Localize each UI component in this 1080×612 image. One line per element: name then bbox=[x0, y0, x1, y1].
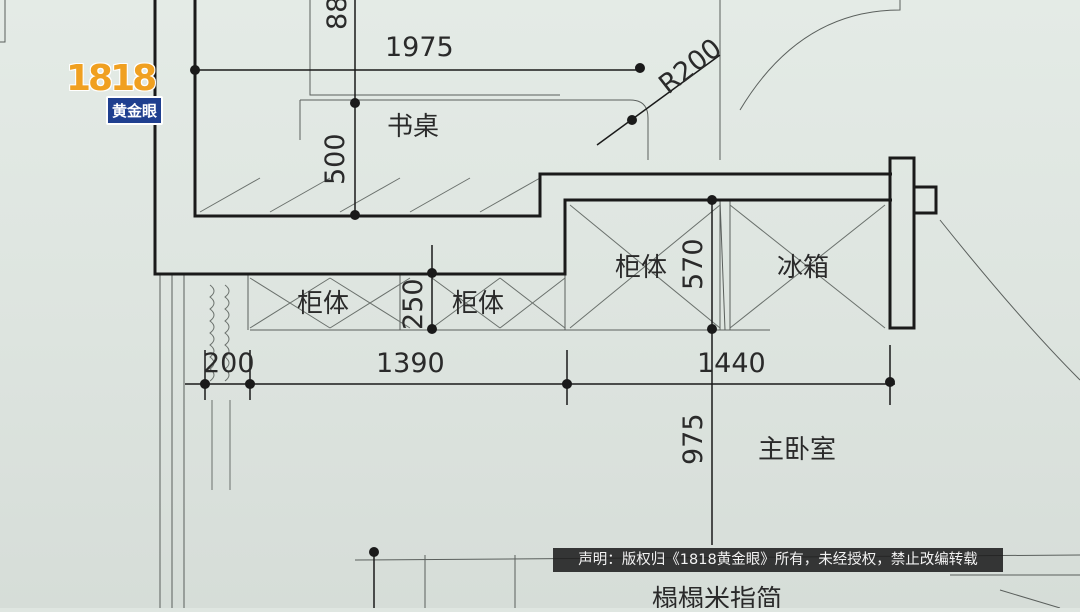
dim-partial-top: 88 bbox=[322, 0, 353, 30]
dim-seg-a: 200 bbox=[203, 348, 255, 379]
label-master-bedroom: 主卧室 bbox=[758, 435, 836, 465]
dim-desk-depth: 500 bbox=[320, 133, 351, 185]
curtain-symbol bbox=[209, 284, 231, 490]
label-desk: 书桌 bbox=[387, 112, 439, 142]
label-bottom-partial: 榻榻米指简 bbox=[652, 585, 782, 608]
walls bbox=[153, 0, 938, 330]
dim-fridge-depth: 570 bbox=[678, 238, 709, 290]
logo-digits: 1818 bbox=[66, 58, 157, 99]
dim-seg-b: 1390 bbox=[376, 348, 445, 379]
dim-seg-c: 1440 bbox=[697, 348, 766, 379]
dim-radius: R200 bbox=[653, 33, 727, 101]
dim-top-width: 1975 bbox=[385, 32, 454, 63]
label-cabinet-3: 柜体 bbox=[615, 253, 667, 283]
channel-logo: 1818 黄金眼 bbox=[66, 58, 166, 125]
dim-cabinet-depth: 250 bbox=[398, 278, 429, 330]
dim-lower: 975 bbox=[678, 413, 709, 465]
copyright-notice: 声明：版权归《1818黄金眼》所有，未经授权，禁止改编转载 bbox=[553, 548, 1003, 572]
dimension-dots bbox=[190, 63, 895, 557]
label-cabinet-1: 柜体 bbox=[297, 289, 349, 319]
cabinet-hatch bbox=[199, 177, 886, 329]
dimension-lines bbox=[185, 0, 895, 608]
label-cabinet-2: 柜体 bbox=[452, 289, 504, 319]
label-fridge: 冰箱 bbox=[777, 253, 829, 283]
logo-name: 黄金眼 bbox=[106, 96, 164, 125]
